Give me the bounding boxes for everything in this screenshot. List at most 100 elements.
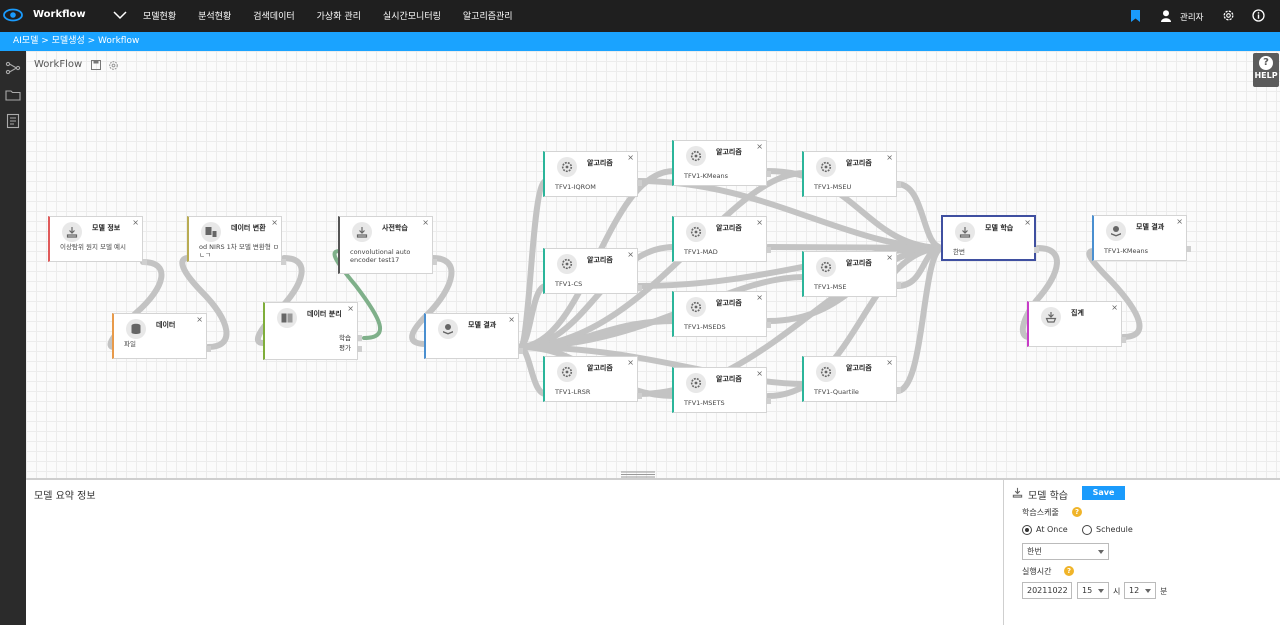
close-icon[interactable]: × (196, 315, 203, 324)
user-icon (1161, 10, 1171, 22)
node-subtitle: TFV1-MSEDS (684, 323, 726, 331)
close-icon[interactable]: × (1176, 217, 1183, 226)
close-icon[interactable]: × (627, 153, 634, 162)
folder-icon[interactable] (5, 87, 21, 103)
breadcrumb[interactable]: AI모델 > 모델생성 > Workflow (0, 32, 1280, 51)
close-icon[interactable]: × (422, 218, 429, 227)
node-algorithm-lrsr[interactable]: 알고리즘 × TFV1-LRSR (543, 356, 642, 402)
user-name[interactable]: 관리자 (1180, 13, 1204, 23)
nav-item-virtualization[interactable]: 가상화 관리 (316, 12, 361, 22)
output-port[interactable] (896, 282, 901, 288)
schedule-radio[interactable] (1082, 525, 1092, 535)
close-icon[interactable]: × (886, 253, 893, 262)
close-icon[interactable]: × (886, 153, 893, 162)
gear-icon[interactable] (1222, 9, 1235, 22)
node-data-transform[interactable]: 데이터 변환 × od NIRS 1차 모델 변환형 ㅁㄴㄱ (187, 216, 286, 265)
node-title: 알고리즘 (587, 159, 613, 167)
output-port[interactable] (766, 171, 771, 177)
output-port[interactable] (1186, 246, 1191, 252)
nav-item-model-status[interactable]: 모델현황 (143, 12, 177, 22)
node-algorithm-mse[interactable]: 알고리즘 × TFV1-MSE (802, 251, 901, 297)
bookmark-icon[interactable] (1131, 10, 1140, 22)
frequency-select[interactable]: 한번 (1022, 543, 1109, 560)
workflow-icon[interactable] (5, 60, 21, 76)
output-port[interactable] (206, 346, 211, 352)
chevron-down-icon[interactable] (113, 8, 127, 22)
output-port[interactable] (637, 180, 642, 186)
node-algorithm-mad[interactable]: 알고리즘 × TFV1-MAD (672, 216, 771, 262)
close-icon[interactable]: × (132, 218, 139, 227)
close-icon[interactable]: × (347, 304, 354, 313)
close-icon[interactable]: × (1111, 303, 1118, 312)
output-port[interactable] (896, 182, 901, 188)
node-algorithm-quartile[interactable]: 알고리즘 × TFV1-Quartile (802, 356, 901, 402)
save-button[interactable]: Save (1082, 486, 1125, 500)
close-icon[interactable]: × (756, 218, 763, 227)
node-aggregate[interactable]: 집계 × (1027, 301, 1126, 347)
node-model-info[interactable]: 모델 정보 × 이상탐위 원지 모델 예시 (48, 216, 147, 265)
nav-item-search-data[interactable]: 검색데이터 (253, 12, 295, 22)
output-port[interactable] (766, 398, 771, 404)
output-port[interactable] (281, 259, 286, 265)
nav-item-algorithm-management[interactable]: 알고리즘관리 (462, 12, 513, 22)
train-output-port[interactable] (357, 335, 362, 341)
output-port[interactable] (142, 259, 147, 265)
output-port[interactable] (432, 259, 437, 265)
workflow-canvas[interactable]: WorkFlow ? HELP (26, 51, 1280, 478)
output-port[interactable] (766, 247, 771, 253)
output-port[interactable] (637, 285, 642, 291)
split-eval-label[interactable]: 평가 (339, 344, 351, 352)
output-port[interactable] (1121, 337, 1126, 343)
at-once-radio[interactable] (1022, 525, 1032, 535)
node-pretrain[interactable]: 사전학습 × convolutional auto encoder test17 (338, 216, 437, 274)
minute-select[interactable]: 12 (1124, 582, 1156, 599)
schedule-help-icon[interactable]: ? (1072, 507, 1082, 517)
eval-output-port[interactable] (357, 346, 362, 352)
node-model-result[interactable]: 모델 결과 × (424, 313, 523, 359)
close-icon[interactable]: × (756, 293, 763, 302)
node-algorithm-kmeans[interactable]: 알고리즘 × TFV1-KMeans (672, 140, 771, 186)
close-icon[interactable]: × (508, 315, 515, 324)
info-icon[interactable] (1252, 9, 1265, 22)
close-icon[interactable]: × (627, 250, 634, 259)
node-algorithm-cs[interactable]: 알고리즘 × TFV1-CS (543, 248, 642, 294)
nav-item-analysis-status[interactable]: 분석현황 (198, 12, 232, 22)
node-model-train[interactable]: 모델 학습 × 한번 (941, 215, 1039, 261)
document-icon[interactable] (5, 113, 21, 129)
node-subtitle: TFV1-Quartile (814, 388, 859, 396)
run-time-help-icon[interactable]: ? (1064, 566, 1074, 576)
nav-item-realtime-monitoring[interactable]: 실시간모니터링 (382, 12, 441, 22)
node-algorithm-iqrom[interactable]: 알고리즘 × TFV1-IQROM (543, 151, 642, 197)
output-port[interactable] (896, 387, 901, 393)
output-port[interactable] (766, 322, 771, 328)
output-port[interactable] (518, 348, 523, 354)
resize-grip-icon[interactable] (621, 471, 655, 478)
at-once-label[interactable]: At Once (1036, 525, 1068, 534)
node-algorithm-msets[interactable]: 알고리즘 × TFV1-MSETS (672, 367, 771, 413)
close-icon[interactable]: × (627, 358, 634, 367)
close-icon[interactable]: × (271, 218, 278, 227)
schedule-option-label[interactable]: Schedule (1096, 525, 1133, 534)
workflow-settings-icon[interactable] (108, 60, 119, 71)
output-port[interactable] (637, 393, 642, 399)
close-icon[interactable]: × (756, 369, 763, 378)
node-data-split[interactable]: 데이터 분리 × 학습 평가 (263, 302, 362, 360)
close-icon[interactable]: × (886, 358, 893, 367)
app-title[interactable]: Workflow (33, 9, 86, 20)
close-icon[interactable]: × (756, 142, 763, 151)
help-question-icon: ? (1259, 56, 1273, 70)
output-port[interactable] (1034, 247, 1039, 253)
node-subtitle: TFV1-MAD (684, 248, 718, 256)
node-algorithm-mseu[interactable]: 알고리즘 × TFV1-MSEU (802, 151, 901, 197)
close-icon[interactable]: × (1024, 218, 1031, 227)
node-subtitle: TFV1-KMeans (1104, 247, 1148, 255)
node-model-result-final[interactable]: 모델 결과 × TFV1-KMeans (1092, 215, 1191, 261)
save-icon[interactable] (91, 60, 101, 70)
help-button[interactable]: ? HELP (1253, 53, 1279, 87)
node-data[interactable]: 데이터 × 파일 (112, 313, 211, 359)
node-title: 알고리즘 (716, 224, 742, 232)
hour-select[interactable]: 15 (1077, 582, 1109, 599)
split-train-label[interactable]: 학습 (339, 334, 351, 342)
node-algorithm-mseds[interactable]: 알고리즘 × TFV1-MSEDS (672, 291, 771, 337)
date-input[interactable]: 20211022 (1022, 582, 1072, 599)
